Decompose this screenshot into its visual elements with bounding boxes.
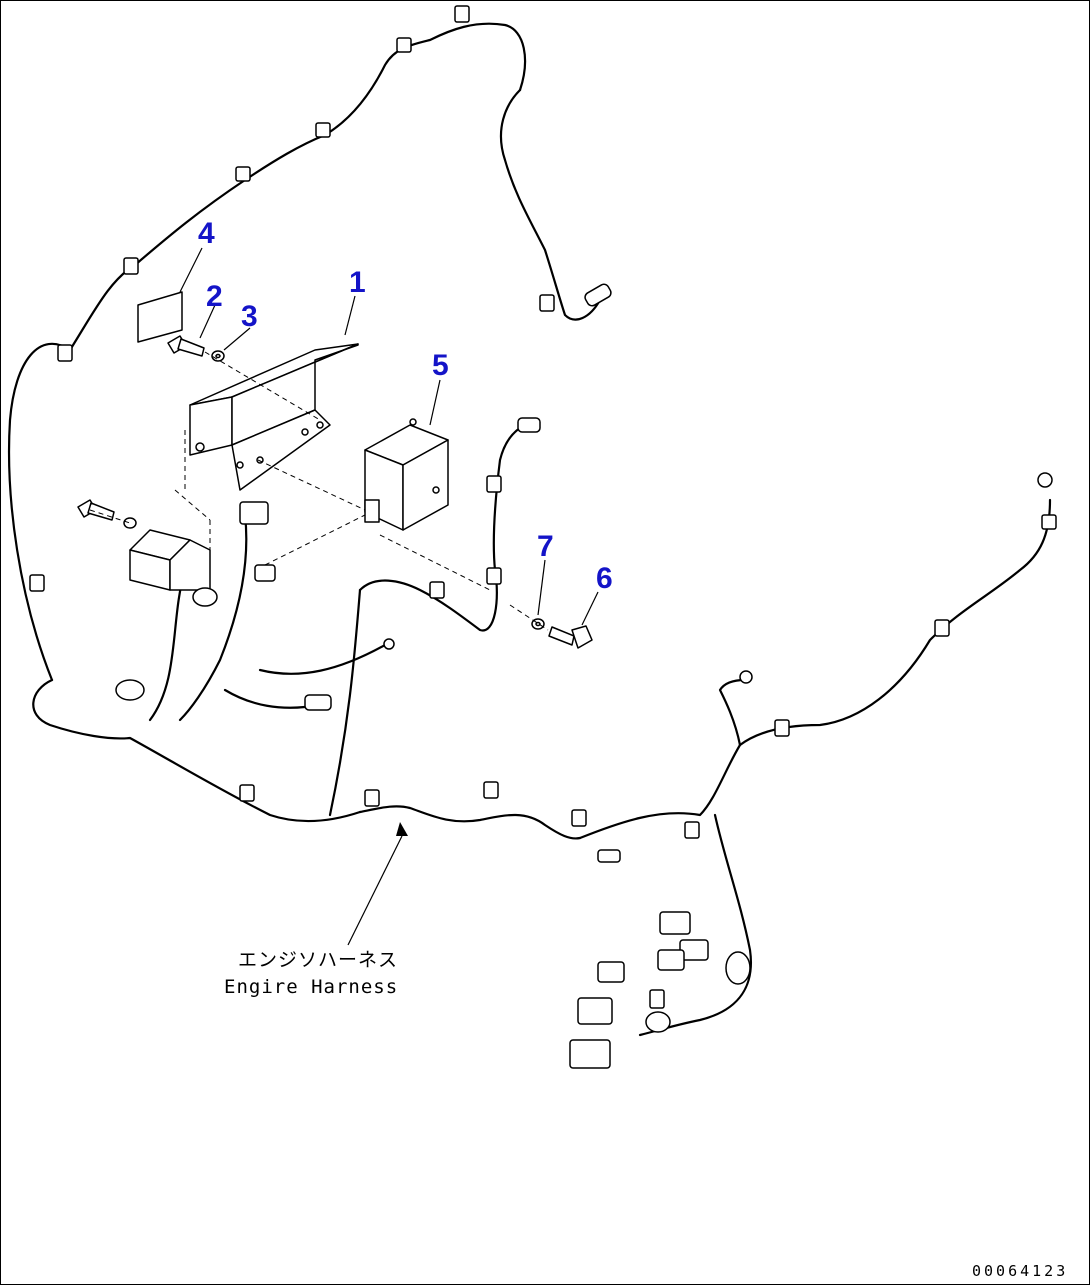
relay-cluster [115, 501, 276, 701]
callout-3: 3 [241, 300, 258, 333]
annotation-en: Engire Harness [224, 976, 398, 998]
assembly-guides [89, 351, 549, 631]
lower-connectors [569, 911, 751, 1069]
leader-lines [179, 247, 599, 946]
callout-6: 6 [596, 562, 613, 595]
callout-numbers: 1 2 3 4 5 6 7 [198, 217, 613, 595]
controller-part-5 [364, 418, 449, 531]
callout-7: 7 [537, 530, 554, 563]
harness-clamps [29, 5, 1057, 839]
callout-2: 2 [206, 280, 223, 313]
bolt-part-2 [167, 335, 205, 357]
callout-4: 4 [198, 217, 215, 250]
terminals [304, 283, 1053, 863]
callout-5: 5 [432, 349, 449, 382]
annotation-jp: エンジソハーネス [238, 949, 398, 971]
drawing-code: 00064123 [972, 1262, 1068, 1280]
bolt-washer-left [77, 499, 137, 529]
harness-wires [7, 22, 1052, 1037]
label-plate-part-4 [137, 291, 183, 343]
callout-1: 1 [349, 266, 366, 299]
bolt-part-6 [548, 625, 593, 649]
bracket-part-1 [189, 343, 359, 491]
engine-harness-annotation: エンジソハーネス Engire Harness [224, 949, 398, 998]
washer-part-3 [211, 350, 225, 362]
